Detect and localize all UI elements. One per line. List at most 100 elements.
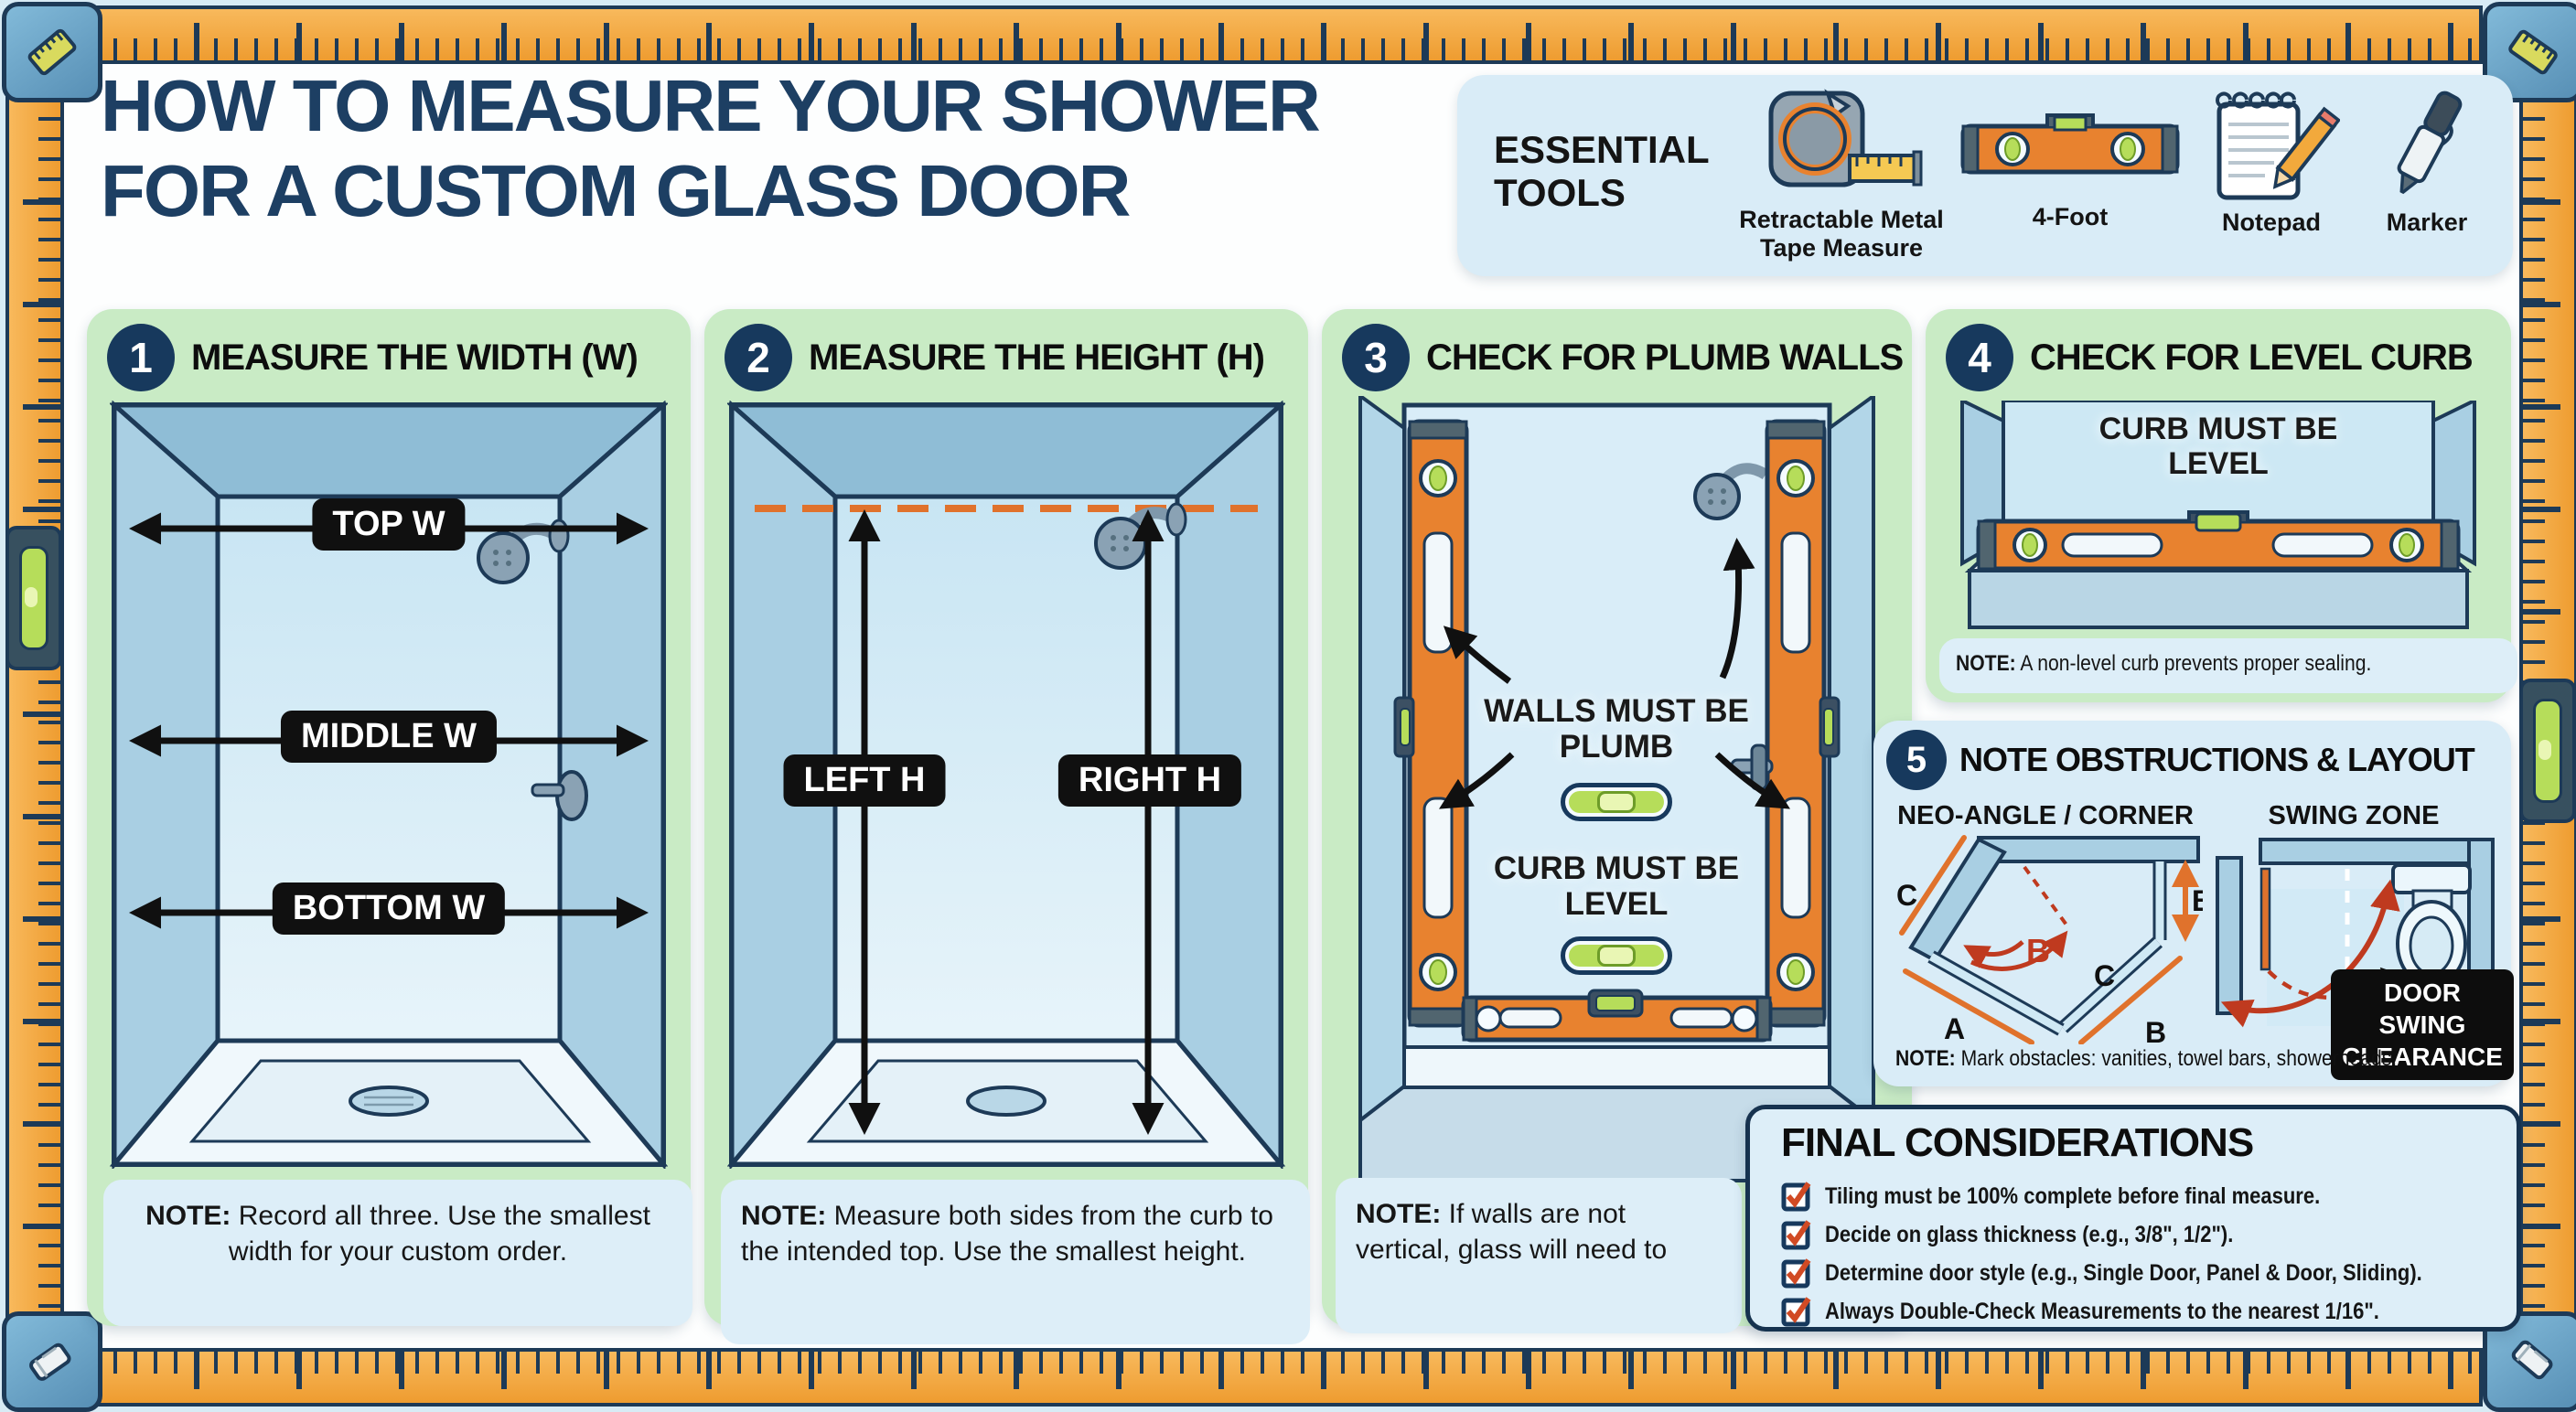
plumb-arrow-lower-right <box>1714 752 1791 809</box>
step4-panel: 4 CHECK FOR LEVEL CURB CURB <box>1926 309 2517 702</box>
checklist-text: Always Double-Check Measurements to the … <box>1825 1298 2379 1324</box>
level-curb-illustration <box>1960 401 2476 629</box>
dim-line-c <box>1899 835 1967 936</box>
step2-panel: 2 MEASURE THE HEIGHT (H) LEFT H RIG <box>704 309 1310 1344</box>
plumb-arrow-upper-left <box>1443 626 1512 684</box>
angle-arc-arrow-2 <box>1963 940 2024 968</box>
eraser-wedge-icon <box>29 1342 71 1381</box>
step1-panel: 1 MEASURE THE WIDTH (W) <box>87 309 692 1326</box>
dim-label-c2: C <box>2094 959 2115 992</box>
notepad-icon <box>2216 91 2340 200</box>
badge-line2: CLEARANCE <box>2342 1043 2503 1071</box>
eraser-wedge-icon <box>2511 1340 2553 1380</box>
dim-label-c: C <box>1896 879 1917 912</box>
dim-line-b <box>2078 956 2183 1044</box>
note-label: NOTE: <box>1356 1199 1442 1229</box>
checklist-item: Always Double-Check Measurements to the … <box>1781 1294 2454 1329</box>
badge-line1: DOOR SWING <box>2378 979 2466 1039</box>
tool-marker: Marker <box>2358 84 2496 237</box>
page-title-line2: FOR A CUSTOM GLASS DOOR <box>101 149 1131 231</box>
corner-eraser-icon <box>2 1311 102 1412</box>
page-title-line1: HOW TO MEASURE YOUR SHOWER <box>101 65 1321 146</box>
valve-handle-icon <box>531 770 588 821</box>
checkbox-icon <box>1781 1297 1811 1327</box>
ruler-border-top <box>93 5 2483 64</box>
middle-w-label: MIDDLE W <box>280 711 498 763</box>
step4-note: NOTE: A non-level curb prevents proper s… <box>1939 638 2517 693</box>
step1-title: MEASURE THE WIDTH (W) <box>191 337 639 378</box>
dim-label-b: B <box>2145 1016 2166 1044</box>
walls-vial <box>1561 783 1672 821</box>
right-vertical-level <box>1730 419 1841 1028</box>
tool-level: 4-Foot <box>1951 102 2189 231</box>
step1-note: NOTE: Record all three. Use the smallest… <box>103 1180 692 1326</box>
tape-measure-icon <box>1768 89 1923 187</box>
step5-title: NOTE OBSTRUCTIONS & LAYOUT <box>1959 741 2475 778</box>
tools-heading: ESSENTIAL TOOLS <box>1494 128 1709 215</box>
step2-title: MEASURE THE HEIGHT (H) <box>809 337 1265 378</box>
dim-label-a: A <box>1944 1012 1965 1044</box>
plumb-arrow-upper-right <box>1719 538 1755 679</box>
step3-note: NOTE: If walls are not vertical, glass w… <box>1336 1178 1742 1333</box>
curb-vial <box>1561 936 1672 975</box>
door-swing-clearance-badge: DOOR SWING CLEARANCE <box>2331 969 2514 1080</box>
step2-note: NOTE: Measure both sides from the curb t… <box>721 1180 1310 1344</box>
walls-plumb-caption: WALLS MUST BE PLUMB <box>1484 693 1749 765</box>
tool-label: Notepad <box>2222 209 2321 236</box>
level-icon <box>1960 113 2180 175</box>
tool-label: Marker <box>2386 209 2468 236</box>
checkbox-icon <box>1781 1258 1811 1289</box>
drain <box>966 1086 1046 1117</box>
angle-dashed-line <box>2023 865 2070 929</box>
dim-label-b2: B <box>2192 884 2203 917</box>
mini-ruler-icon <box>27 28 77 76</box>
checklist-item: Tiling must be 100% complete before fina… <box>1781 1179 2388 1214</box>
note-text: Mark obstacles: vanities, towel bars, sh… <box>1960 1046 2398 1071</box>
tool-label: Retractable Metal Tape Measure <box>1739 206 1944 262</box>
note-label: NOTE: <box>1895 1046 1956 1071</box>
bottom-w-label: BOTTOM W <box>272 882 506 935</box>
checklist-item: Decide on glass thickness (e.g., 3/8", 1… <box>1781 1217 2289 1252</box>
drain <box>349 1086 429 1117</box>
checkbox-icon <box>1781 1182 1811 1212</box>
step1-number-badge: 1 <box>107 324 175 391</box>
curb-level-caption: CURB MUST BE LEVEL <box>2098 412 2338 482</box>
essential-tools-panel: ESSENTIAL TOOLS Retractable Metal Tape M… <box>1457 75 2513 276</box>
tool-tape-measure: Retractable Metal Tape Measure <box>1723 86 1960 262</box>
tool-notepad: Notepad <box>2194 84 2349 237</box>
neo-angle-diagram: C A B C B B <box>1896 835 2203 1044</box>
curb <box>1402 1045 1831 1089</box>
step3-number-badge: 3 <box>1342 324 1410 391</box>
left-h-label: LEFT H <box>783 754 946 807</box>
dim-line-a <box>1903 968 2034 1044</box>
plumb-arrow-lower-left <box>1438 752 1515 809</box>
step5-number-badge: 5 <box>1886 730 1947 790</box>
page-title: HOW TO MEASURE YOUR SHOWER FOR A CUSTOM … <box>101 64 1454 234</box>
note-text: If walls are not vertical, glass will ne… <box>1356 1199 1668 1265</box>
note-label: NOTE: <box>741 1201 827 1231</box>
note-label: NOTE: <box>145 1201 231 1231</box>
final-considerations-title: FINAL CONSIDERATIONS <box>1781 1120 2254 1165</box>
step2-number-badge: 2 <box>724 324 792 391</box>
ruler-border-bottom <box>93 1348 2483 1407</box>
final-considerations-box: FINAL CONSIDERATIONS Tiling must be 100%… <box>1745 1105 2521 1332</box>
corner-ruler-icon <box>2 2 102 102</box>
step4-title: CHECK FOR LEVEL CURB <box>2030 337 2474 378</box>
mini-ruler-icon <box>2508 29 2558 75</box>
border-level-vial-left <box>5 526 62 670</box>
left-vertical-level <box>1393 419 1469 1028</box>
checklist-item: Determine door style (e.g., Single Door,… <box>1781 1256 2504 1290</box>
note-text: A non-level curb prevents proper sealing… <box>2020 651 2372 676</box>
step3-title: CHECK FOR PLUMB WALLS <box>1426 337 1904 378</box>
note-label: NOTE: <box>1956 651 2016 676</box>
tool-label: 4-Foot <box>2032 203 2109 230</box>
border-level-vial-right <box>2519 679 2576 823</box>
bottom-horizontal-level <box>1461 989 1773 1043</box>
ruler-border-left <box>5 93 64 1319</box>
door-swing-arc <box>2220 879 2400 1028</box>
curb-level-caption: CURB MUST BE LEVEL <box>1493 850 1740 923</box>
checklist-text: Determine door style (e.g., Single Door,… <box>1825 1259 2422 1286</box>
checklist-text: Decide on glass thickness (e.g., 3/8", 1… <box>1825 1221 2234 1247</box>
step5-note: NOTE: Mark obstacles: vanities, towel ba… <box>1895 1046 2465 1072</box>
